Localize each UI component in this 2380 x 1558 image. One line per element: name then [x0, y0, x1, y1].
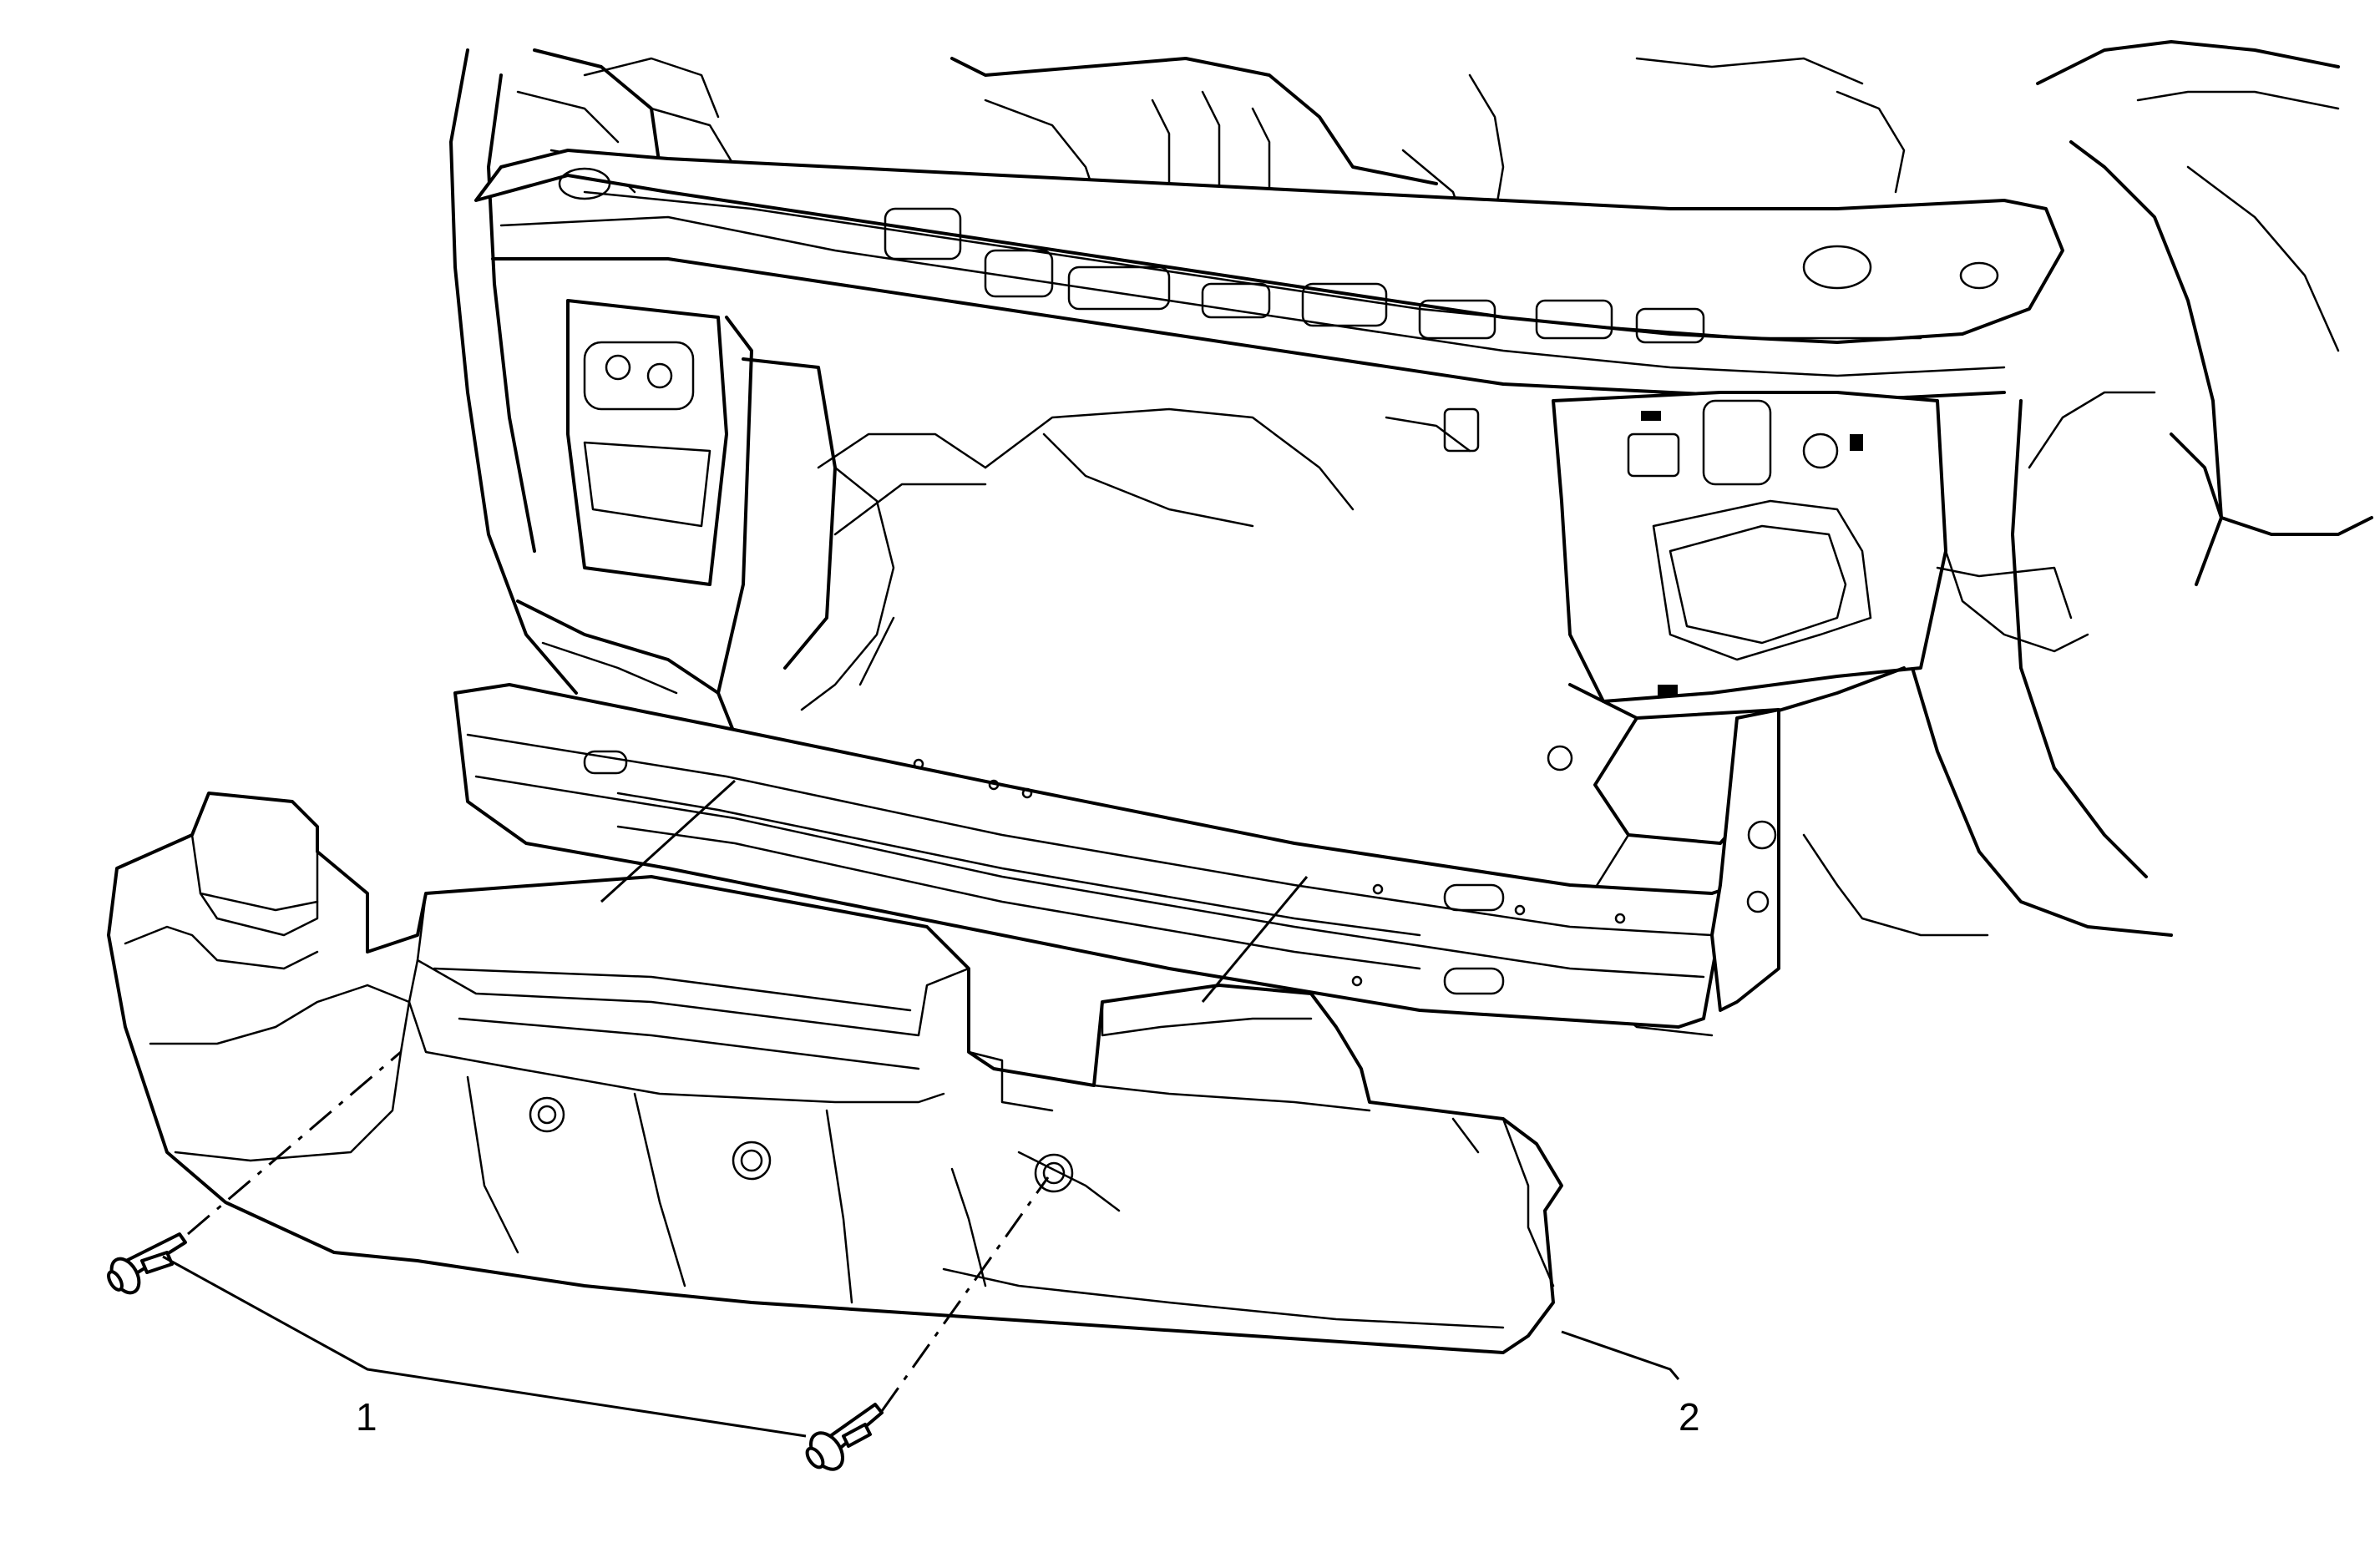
push-pin-retainer-left: [107, 1232, 187, 1295]
energy-absorber: [107, 792, 1563, 1354]
alignment-lines: [187, 779, 1309, 1412]
callout-leaders: [162, 1255, 1680, 1438]
vehicle-front-structure: [449, 40, 2373, 1037]
callout-1-label: 1: [356, 1395, 377, 1439]
push-pin-retainer-right: [805, 1403, 884, 1471]
callout-2-label: 2: [1679, 1395, 1700, 1439]
